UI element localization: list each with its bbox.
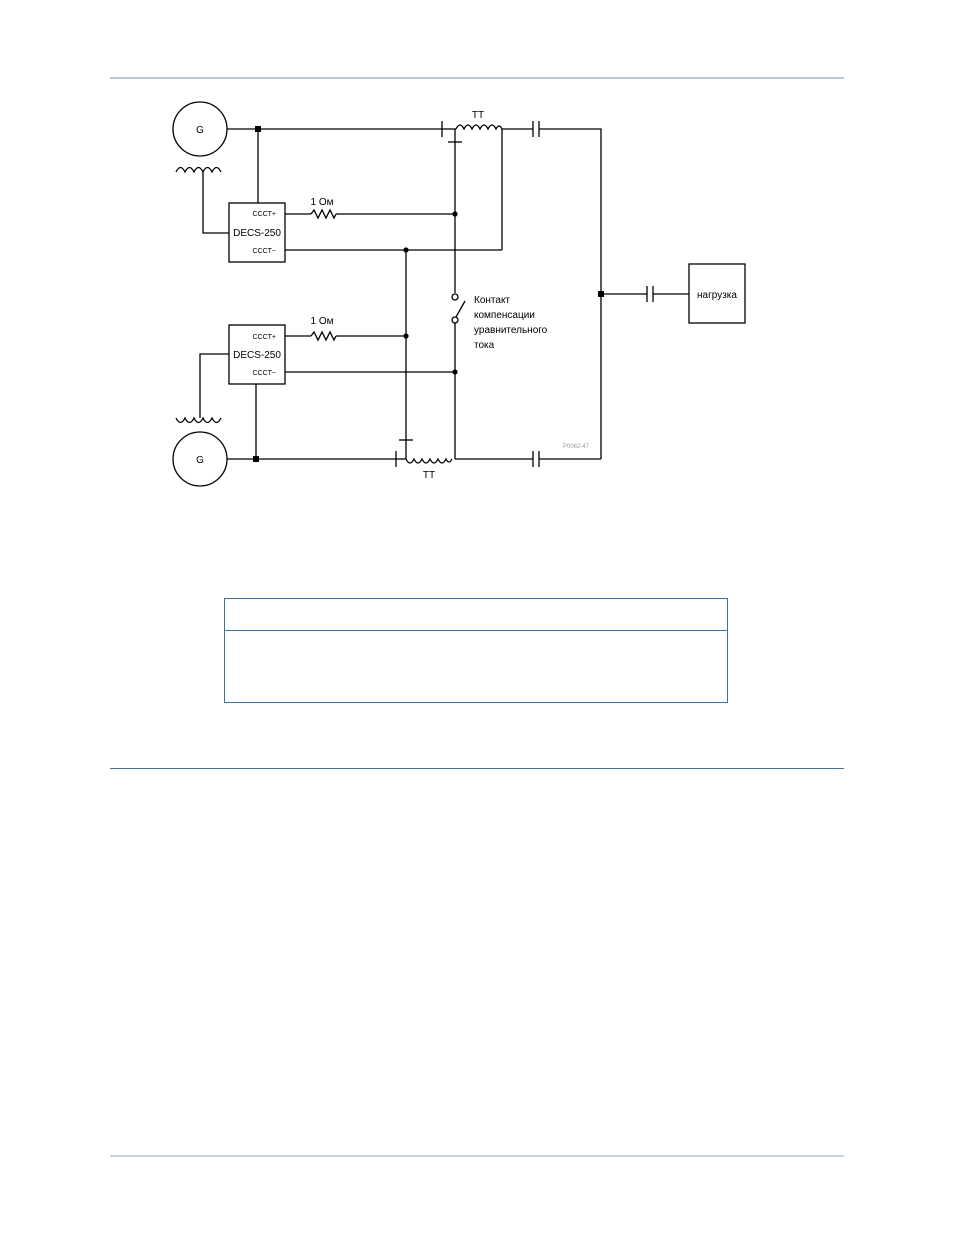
footer-rule [110, 1155, 844, 1157]
decs-bottom-box [228, 324, 286, 385]
figure-code: P0062-47 [563, 444, 590, 450]
resistor-bottom [310, 330, 337, 342]
ct-top-label: TT [472, 110, 484, 121]
load-label: нагрузка [697, 290, 737, 301]
generator-top-label: G [196, 125, 204, 136]
breaker-bottom-right [532, 451, 540, 467]
contact-label-line-4: тока [474, 340, 495, 351]
decs-bottom-name: DECS-250 [233, 350, 281, 361]
breaker-top-right [532, 121, 540, 137]
resistor-bottom-label: 1 Ом [311, 316, 334, 327]
contact-label-line-3: уравнительного [474, 325, 548, 336]
contact-label-line-2: компенсации [474, 310, 535, 321]
ct-bottom-winding [405, 457, 453, 464]
decs-top-box [228, 202, 286, 263]
breaker-load [646, 286, 654, 302]
decs-bottom-pin-plus: CCCT+ [252, 334, 276, 341]
contact-switch-blade [455, 300, 466, 318]
generator-bottom-label: G [196, 455, 204, 466]
junction-bottom-bus [253, 456, 259, 462]
junction-dot [403, 247, 409, 253]
junction-dot [452, 369, 458, 375]
resistor-top [310, 208, 337, 220]
decs-bottom-pin-minus: CCCT− [252, 370, 276, 377]
decs-top-name: DECS-250 [233, 228, 281, 239]
contact-label-line-1: Контакт [474, 295, 510, 306]
wire-pt-bottom-to-decs [199, 353, 229, 418]
header-rule [110, 77, 844, 79]
ct-top-winding [455, 124, 503, 131]
section-rule [110, 768, 844, 769]
load-box [688, 263, 746, 324]
junction-dot [403, 333, 409, 339]
junction-top-bus [255, 126, 261, 132]
ct-bottom-label: TT [423, 470, 435, 481]
bus-right-vertical [539, 128, 602, 459]
note-box-header [225, 599, 727, 631]
pt-winding-bottom [175, 416, 222, 424]
note-box [224, 598, 728, 703]
junction-dot [452, 211, 458, 217]
resistor-top-label: 1 Ом [311, 197, 334, 208]
junction-load [598, 291, 604, 297]
pt-winding-top [175, 166, 222, 174]
decs-top-pin-plus: CCCT+ [252, 211, 276, 218]
decs-top-pin-minus: CCCT− [252, 248, 276, 255]
wire-pt-top-to-decs [202, 172, 229, 234]
